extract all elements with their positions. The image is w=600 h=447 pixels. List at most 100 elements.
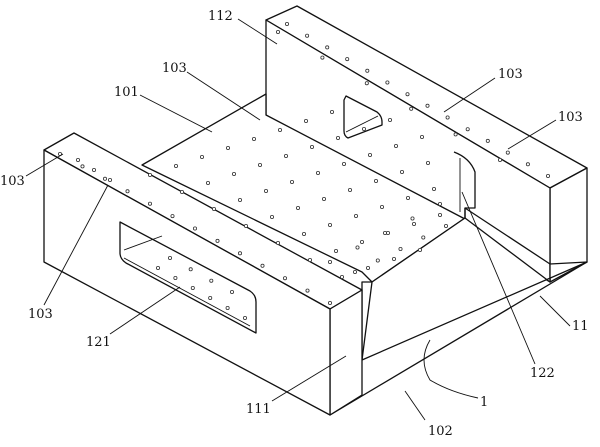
back-window-inner-edge: [345, 115, 379, 133]
front-window-inner-edge: [123, 235, 163, 251]
front-wall-face-hole: [190, 285, 195, 290]
label-103-top: 103: [162, 61, 187, 76]
label-11: 11: [572, 319, 589, 334]
platform-hole: [339, 274, 344, 279]
leader-1: [423, 339, 479, 399]
side-slot-122: [453, 151, 476, 209]
front-wall-top-hole: [282, 276, 287, 281]
front-wall-top-hole: [80, 164, 85, 169]
label-121: 121: [86, 335, 111, 350]
front-wall-top-hole: [237, 251, 242, 256]
label-103-bottom-left: 103: [28, 307, 53, 322]
leader-11: [539, 295, 571, 327]
front-wall-top-hole: [192, 226, 197, 231]
back-wall-top-hole: [505, 150, 510, 155]
front-wall-top-hole: [260, 263, 265, 268]
platform-hole: [359, 239, 364, 244]
leader-121: [109, 286, 181, 335]
platform-hole: [327, 222, 332, 227]
front-wall-face-hole: [167, 255, 172, 260]
platform-hole: [405, 195, 410, 200]
back-wall-top-hole: [497, 157, 502, 162]
platform-hole: [419, 134, 424, 139]
front-wall-top-hole: [147, 201, 152, 206]
front-wall-top-hole: [170, 214, 175, 219]
platform-hole: [225, 145, 230, 150]
platform-hole: [352, 269, 357, 274]
leader-112: [237, 18, 278, 45]
mounting-holes: [58, 21, 551, 320]
label-103-right: 103: [558, 110, 583, 125]
platform-hole: [443, 223, 448, 228]
platform-hole: [275, 240, 280, 245]
front-wall-top-hole: [76, 157, 81, 162]
back-wall-top-hole: [320, 55, 325, 60]
front-wall-outer-face: [43, 149, 331, 416]
front-wall-face-hole: [229, 289, 234, 294]
front-wall-face-hole: [242, 315, 247, 320]
leader-103-right-top: [443, 77, 496, 113]
leader-103-top: [186, 71, 261, 121]
leader-103-left: [25, 153, 64, 177]
platform-hole: [269, 214, 274, 219]
platform-hole: [147, 172, 152, 177]
back-wall-top-hole: [465, 127, 470, 132]
front-wall-top-hole: [125, 189, 130, 194]
platform-hole: [179, 189, 184, 194]
platform-hole: [289, 179, 294, 184]
platform-hole: [373, 178, 378, 183]
platform-hole: [437, 212, 442, 217]
platform-hole: [341, 161, 346, 166]
platform-hole: [387, 118, 392, 123]
platform-hole: [257, 162, 262, 167]
front-wall-top-hole: [103, 176, 108, 181]
back-wall-top-hole: [425, 103, 430, 108]
platform-hole: [410, 216, 415, 221]
platform-hole: [425, 160, 430, 165]
front-wall-top-hole: [92, 167, 97, 172]
label-111: 111: [246, 402, 271, 417]
back-wall-top-hole: [284, 21, 289, 26]
back-wall-top-hole: [364, 81, 369, 86]
platform-hole: [437, 201, 442, 206]
front-wall-face-hole: [188, 267, 193, 272]
platform-hole: [327, 259, 332, 264]
front-wall-top-hole: [215, 238, 220, 243]
platform-hole: [309, 144, 314, 149]
label-1: 1: [480, 395, 488, 410]
platform-hole: [295, 205, 300, 210]
platform-hole: [335, 135, 340, 140]
platform-hole: [329, 110, 334, 115]
platform-hole: [307, 257, 312, 262]
platform-hole: [391, 256, 396, 261]
platform-hole: [379, 204, 384, 209]
platform-hole: [251, 136, 256, 141]
front-wall-top-hole: [305, 288, 310, 293]
reference-labels: 112 103 101 103 103 103 103 121 122 11 1…: [0, 9, 589, 439]
platform-hole: [353, 213, 358, 218]
front-wall-window-121: [119, 221, 257, 334]
front-wall-face-hole: [173, 275, 178, 280]
front-wall-face-hole: [209, 278, 214, 283]
leader-122: [461, 191, 536, 365]
front-wall-top-hole: [108, 177, 113, 182]
base-bottom-edge: [329, 261, 588, 416]
front-wall-face-hole: [208, 295, 213, 300]
back-wall-window: [343, 95, 383, 139]
back-wall-top-hole: [385, 80, 390, 85]
platform-hole: [393, 143, 398, 148]
back-wall-top-hole: [365, 68, 370, 73]
platform-hole: [333, 248, 338, 253]
platform-hole: [315, 170, 320, 175]
leader-101: [139, 94, 213, 133]
platform-hole: [347, 187, 352, 192]
back-wall-top-hole: [325, 45, 330, 50]
back-wall-top-hole: [305, 33, 310, 38]
platform-hole: [411, 221, 416, 226]
leader-103-right: [507, 119, 557, 150]
platform-hole: [243, 223, 248, 228]
back-wall-top-hole: [546, 173, 551, 178]
back-wall-top-hole: [453, 132, 458, 137]
platform-hole: [205, 180, 210, 185]
